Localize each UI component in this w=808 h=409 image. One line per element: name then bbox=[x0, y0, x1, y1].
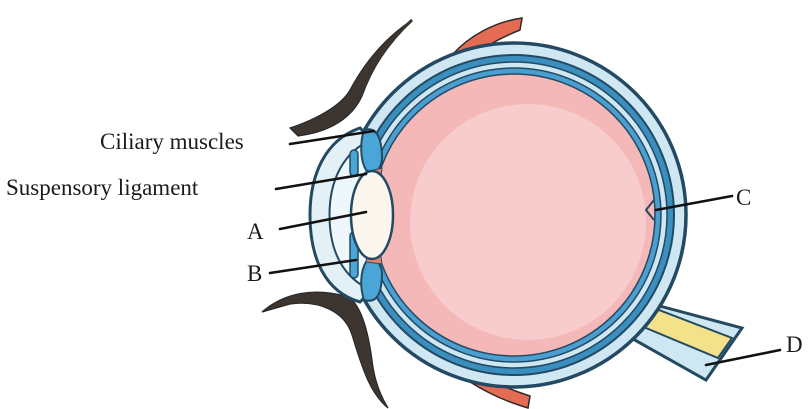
label-suspensory-ligament: Suspensory ligament bbox=[6, 175, 199, 200]
label-d: D bbox=[786, 332, 803, 357]
label-b: B bbox=[247, 261, 262, 286]
label-a: A bbox=[247, 219, 264, 244]
ciliary-body-upper bbox=[361, 129, 382, 172]
ciliary-body-lower bbox=[361, 259, 382, 301]
iris-upper bbox=[350, 150, 358, 176]
vitreous-center bbox=[410, 104, 646, 340]
label-ciliary-muscles: Ciliary muscles bbox=[100, 129, 244, 154]
label-c: C bbox=[736, 185, 751, 210]
